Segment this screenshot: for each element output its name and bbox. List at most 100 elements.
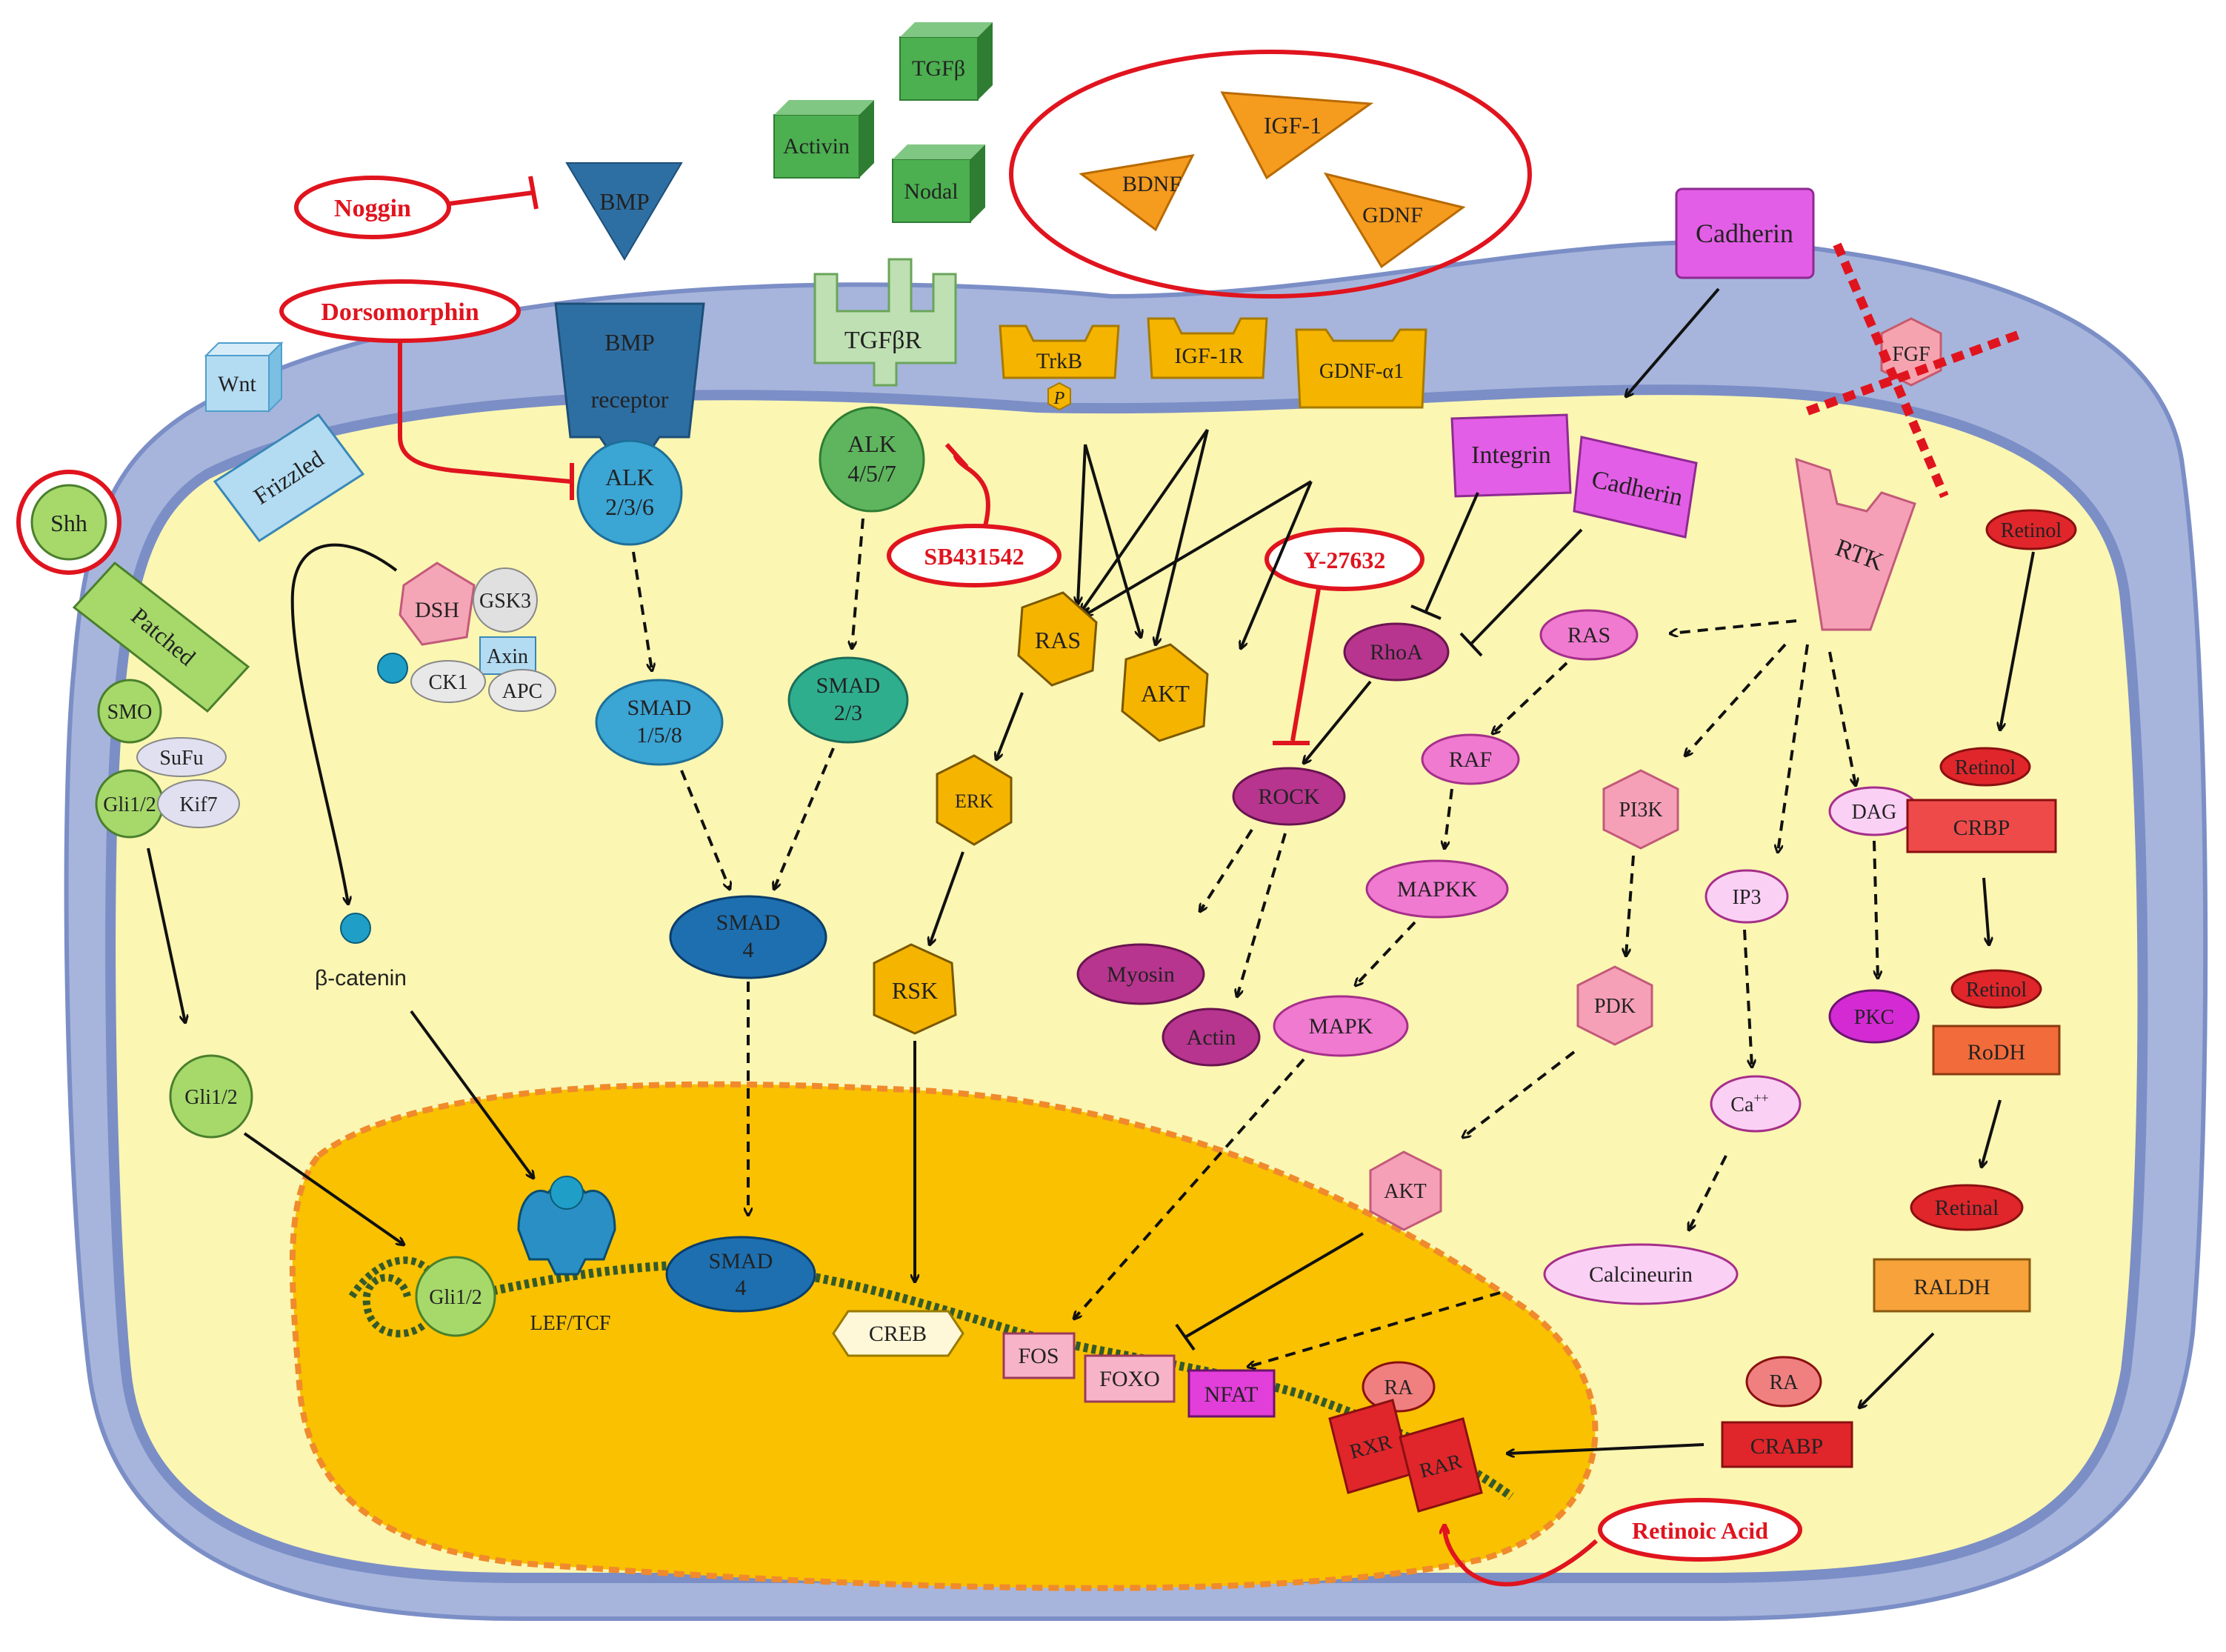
retinol-crbp: Retinol CRBP xyxy=(1906,747,2057,853)
svg-text:SMO: SMO xyxy=(107,701,153,724)
svg-text:RA: RA xyxy=(1770,1371,1799,1394)
svg-text:Wnt: Wnt xyxy=(218,372,256,396)
arrow-raf-mapkk xyxy=(1444,788,1453,848)
ip3: IP3 xyxy=(1705,869,1789,924)
svg-text:Retinoic Acid: Retinoic Acid xyxy=(1632,1517,1768,1544)
arrow-igf1r-ras xyxy=(1082,428,1209,611)
rxr: RXR xyxy=(1328,1399,1413,1494)
svg-text:2/3/6: 2/3/6 xyxy=(605,493,654,520)
arrow-crbp-rodh xyxy=(1982,877,1989,945)
shh-ligand: Shh xyxy=(16,470,121,575)
raf: RAF xyxy=(1421,733,1520,785)
svg-text:GDNF-α1: GDNF-α1 xyxy=(1319,360,1404,383)
svg-text:GSK3: GSK3 xyxy=(479,590,531,613)
mapk: MAPK xyxy=(1273,995,1409,1057)
arrow-raldh-crabp xyxy=(1859,1332,1935,1408)
arrow-alk236-smad158 xyxy=(632,551,652,670)
rtk-receptor: RTK xyxy=(1795,457,1916,631)
svg-text:IGF-1: IGF-1 xyxy=(1264,112,1322,139)
svg-text:SB431542: SB431542 xyxy=(924,543,1024,570)
rhoa: RhoA xyxy=(1343,622,1450,682)
pi3k: PI3K xyxy=(1602,769,1679,850)
svg-text:MAPKK: MAPKK xyxy=(1397,877,1478,902)
svg-text:Gli1/2: Gli1/2 xyxy=(103,793,156,816)
beta-catenin: β-catenin xyxy=(315,913,407,990)
arrow-rtk-ras xyxy=(1670,619,1797,633)
akt-foxo-bar xyxy=(1184,1232,1364,1339)
svg-text:FOS: FOS xyxy=(1018,1344,1059,1368)
kif7: Kif7 xyxy=(157,779,240,828)
svg-text:APC: APC xyxy=(502,680,542,703)
svg-text:RoDH: RoDH xyxy=(1967,1040,2025,1065)
creb: CREB xyxy=(832,1310,964,1357)
svg-text:FOXO: FOXO xyxy=(1099,1367,1160,1391)
svg-text:4/5/7: 4/5/7 xyxy=(847,460,896,487)
ca: Ca++ xyxy=(1710,1075,1802,1133)
igf1-ligand: IGF-1 xyxy=(1220,91,1374,180)
bmp-receptor: BMP receptor xyxy=(554,302,705,461)
actin: Actin xyxy=(1162,1007,1261,1067)
svg-text:GDNF: GDNF xyxy=(1362,203,1423,227)
svg-text:Actin: Actin xyxy=(1187,1025,1236,1050)
dorsomorphin-inhibitor: Dorsomorphin xyxy=(279,279,574,500)
svg-text:PDK: PDK xyxy=(1594,995,1636,1018)
arrow-dsh-betacatenin xyxy=(290,543,398,904)
alk236: ALK 2/3/6 xyxy=(576,439,683,546)
gdnfa1-receptor: GDNF-α1 xyxy=(1295,328,1427,409)
smad23: SMAD 2/3 xyxy=(787,656,909,744)
svg-text:1/5/8: 1/5/8 xyxy=(636,723,682,747)
svg-text:NFAT: NFAT xyxy=(1204,1382,1259,1407)
arrow-rtk-pi3k xyxy=(1685,643,1787,756)
svg-text:Retinol: Retinol xyxy=(1955,756,2016,779)
svg-text:BDNF: BDNF xyxy=(1122,172,1182,196)
svg-text:RhoA: RhoA xyxy=(1370,640,1423,665)
gli12-free: Gli1/2 xyxy=(169,1054,253,1139)
svg-text:SMAD: SMAD xyxy=(709,1249,773,1273)
akt-pink: AKT xyxy=(1369,1150,1442,1231)
rock: ROCK xyxy=(1232,767,1346,826)
arrow-trkb-ras xyxy=(1078,444,1087,604)
svg-text:CK1: CK1 xyxy=(429,671,468,694)
tgfbr-receptor: TGFβR xyxy=(813,258,957,387)
arrow-retinol-in xyxy=(2000,551,2035,730)
calcineurin: Calcineurin xyxy=(1543,1243,1739,1305)
svg-text:RAF: RAF xyxy=(1449,747,1492,772)
svg-text:Calcineurin: Calcineurin xyxy=(1589,1262,1693,1287)
arrow-dag-pkc xyxy=(1873,840,1878,978)
arrow-rock-myosin xyxy=(1200,828,1253,911)
svg-text:PKC: PKC xyxy=(1854,1006,1894,1029)
foxo: FOXO xyxy=(1084,1354,1176,1403)
arrow-ras-erk xyxy=(996,692,1024,759)
patched-receptor: Patched xyxy=(72,561,250,713)
wnt-ligand: Wnt xyxy=(204,341,284,413)
integrin-receptor: Integrin xyxy=(1450,413,1572,498)
ra-nuclear: RA xyxy=(1362,1361,1436,1413)
svg-text:RAS: RAS xyxy=(1567,623,1610,647)
svg-text:Myosin: Myosin xyxy=(1107,962,1175,987)
cell xyxy=(64,239,2208,1621)
svg-text:Gli1/2: Gli1/2 xyxy=(429,1286,482,1309)
dag: DAG xyxy=(1828,786,1920,836)
pdk: PDK xyxy=(1576,965,1653,1046)
sb431542-inhibitor: SB431542 xyxy=(887,442,1062,587)
arrow-erk-rsk xyxy=(930,851,964,945)
arrow-crabp-rar xyxy=(1507,1443,1705,1453)
ra-crabp: RA CRABP xyxy=(1721,1356,1853,1468)
svg-text:Retinol: Retinol xyxy=(1966,979,2027,1002)
svg-text:SMAD: SMAD xyxy=(716,910,781,935)
cadherin-rhoa-bar xyxy=(1469,528,1583,646)
mapkk: MAPKK xyxy=(1365,859,1509,919)
arrow-pdk-akt xyxy=(1463,1050,1576,1137)
svg-text:CRBP: CRBP xyxy=(1953,816,2010,840)
svg-text:Retinal: Retinal xyxy=(1935,1196,1999,1220)
svg-text:SMAD: SMAD xyxy=(816,673,881,698)
svg-text:Gli1/2: Gli1/2 xyxy=(184,1086,238,1109)
svg-text:LEF/TCF: LEF/TCF xyxy=(530,1312,611,1335)
svg-text:Nodal: Nodal xyxy=(904,179,958,204)
akt-hex: AKT xyxy=(1121,643,1209,742)
smad4-nuclear: SMAD 4 xyxy=(665,1236,816,1313)
svg-text:IP3: IP3 xyxy=(1733,886,1762,909)
svg-text:TGFβ: TGFβ xyxy=(912,56,965,81)
svg-text:Kif7: Kif7 xyxy=(179,793,217,816)
nfat: NFAT xyxy=(1187,1369,1276,1418)
